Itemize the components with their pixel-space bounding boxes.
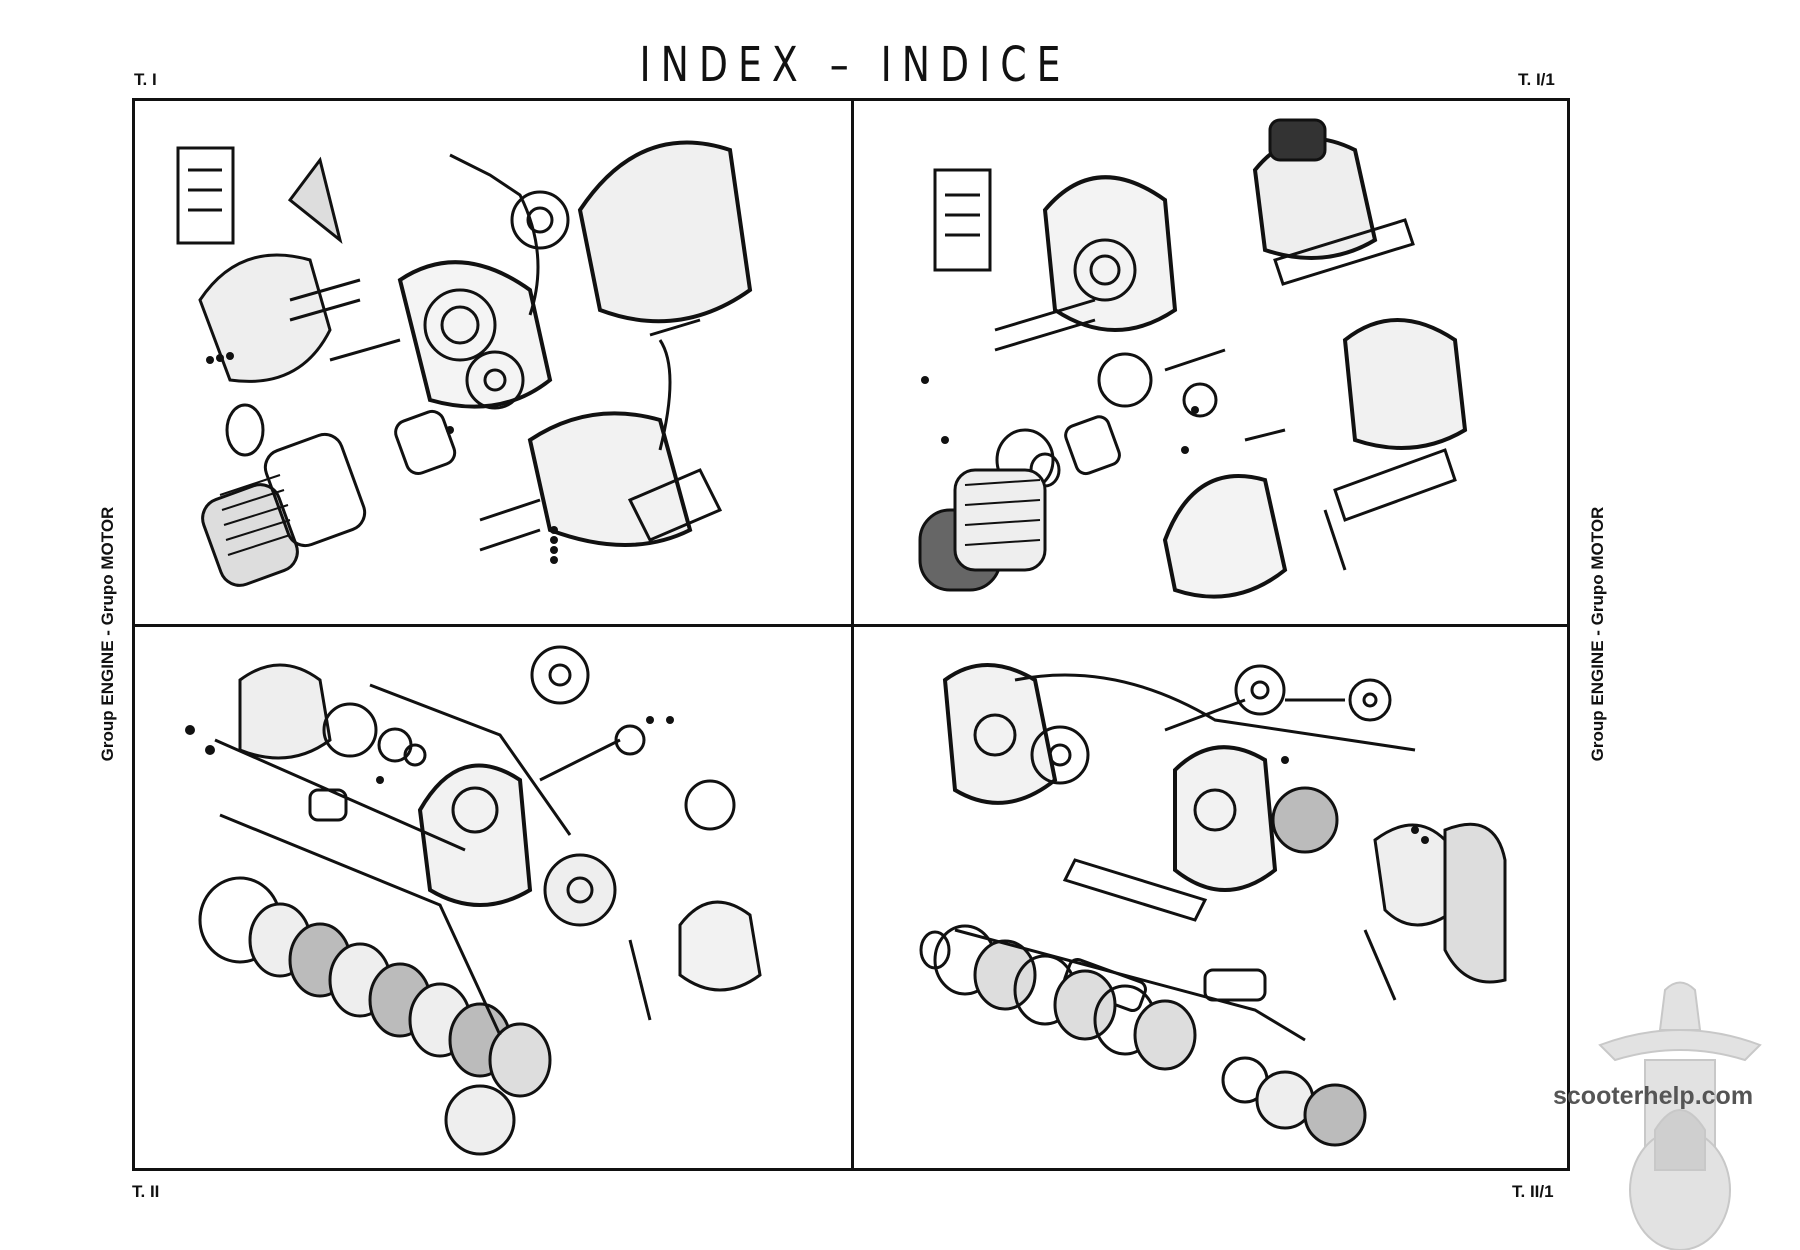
side-label-right: Group ENGINE - Grupo MOTOR: [1588, 506, 1607, 762]
scooter-watermark-icon: [1598, 981, 1762, 1250]
side-label-left: Group ENGINE - Grupo MOTOR: [98, 506, 117, 762]
table-code-t2-1: T. II/1: [1512, 1182, 1554, 1201]
diagram-panel-t2[interactable]: [150, 640, 840, 1160]
watermark-text: scooterhelp.com: [1553, 1082, 1754, 1110]
diagram-panel-t2-1[interactable]: [865, 640, 1560, 1160]
divider-vertical: [851, 98, 854, 1171]
table-code-t1: T. I: [134, 70, 157, 89]
diagram-panel-t1[interactable]: [150, 110, 840, 615]
table-code-t1-1: T. I/1: [1518, 70, 1555, 89]
divider-horizontal: [132, 624, 1570, 627]
page-title: INDEX – INDICE: [639, 36, 1071, 93]
diagram-panel-t1-1[interactable]: [865, 110, 1560, 615]
table-code-t2: T. II: [132, 1182, 160, 1201]
